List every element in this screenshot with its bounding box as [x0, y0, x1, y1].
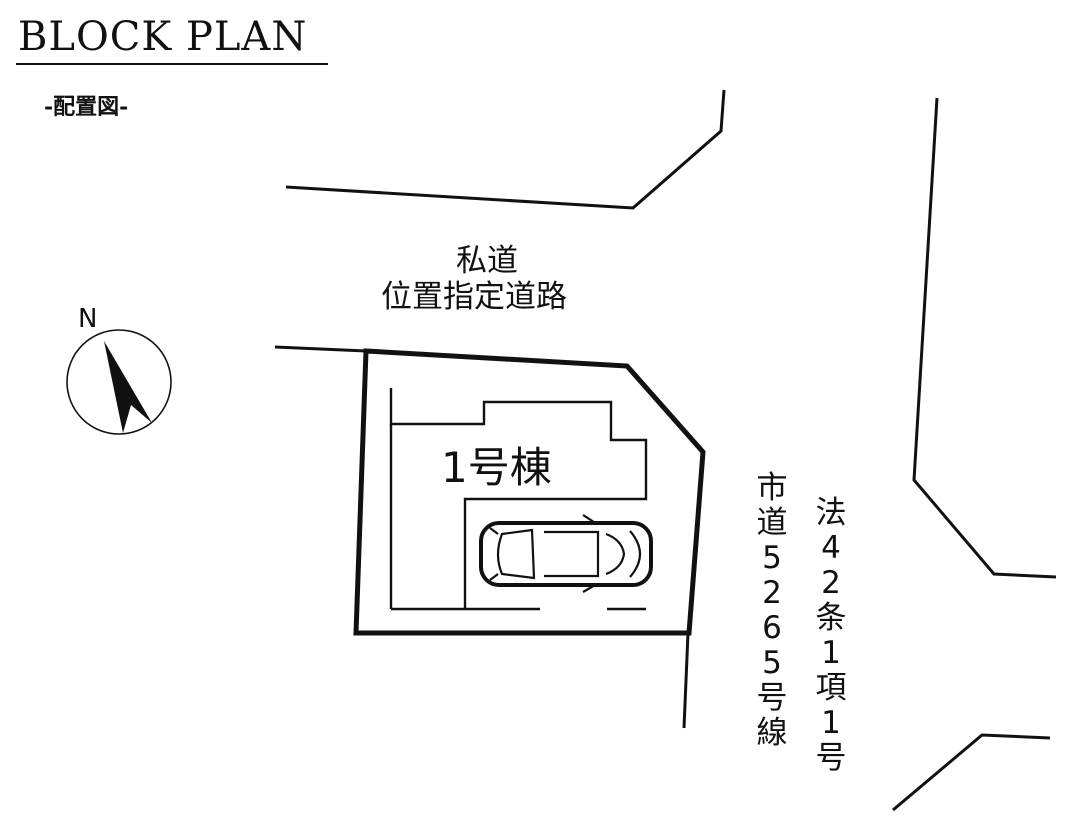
private-road-label-line2: 位置指定道路	[381, 279, 567, 315]
building-footprint	[389, 388, 648, 611]
road-law-char: 号	[816, 740, 847, 776]
north-arrow-icon: N	[66, 304, 172, 435]
city-road-char: 2	[762, 575, 782, 611]
city-road-char: 号	[757, 680, 788, 716]
road-law-char: 1	[821, 635, 841, 671]
city-road-char: 6	[762, 610, 782, 646]
page-title: BLOCK PLAN	[18, 14, 307, 60]
building-label: 1号棟	[441, 443, 552, 492]
page-subtitle: -配置図-	[44, 94, 128, 120]
road-edge-left	[274, 345, 367, 353]
city-road-char: 道	[757, 505, 788, 541]
road-edge-bottom-right	[892, 733, 1051, 812]
private-road-label-line1: 私道	[456, 243, 518, 279]
road-edge-lower-left	[682, 632, 690, 729]
road-law-char: 1	[821, 705, 841, 741]
road-law-char: 2	[821, 565, 841, 601]
road-law-char: 項	[816, 670, 847, 706]
city-road-char: 5	[762, 645, 782, 681]
car-icon	[479, 514, 653, 593]
north-label: N	[78, 304, 97, 334]
building-outline	[389, 388, 648, 609]
road-law-char: 条	[816, 600, 847, 636]
road-law-char: 4	[821, 530, 841, 566]
city-road-char: 5	[762, 540, 782, 576]
city-road-char: 市	[757, 470, 788, 506]
city-road-label: 市 道 5 2 6 5 号 線 法 4 2 条 1 項 1 号	[757, 470, 847, 776]
road-edge-right	[912, 97, 1057, 579]
road-edge-top	[285, 89, 726, 210]
road-law-char: 法	[816, 495, 847, 531]
city-road-char: 線	[757, 715, 788, 751]
road-boundaries	[274, 89, 1057, 812]
lot-boundary	[353, 348, 706, 636]
